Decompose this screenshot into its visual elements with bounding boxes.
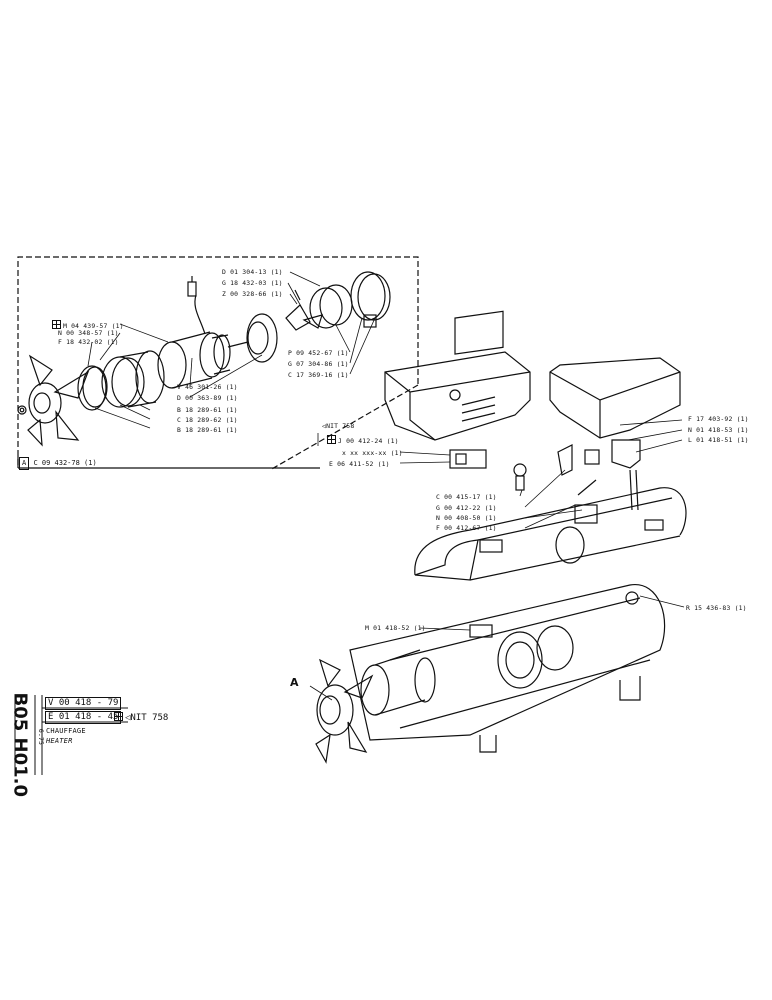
sheet-code: B05 H01.0 <box>9 692 31 798</box>
cover-right <box>549 357 681 439</box>
title-en: HEATER <box>46 737 73 745</box>
detail-rings <box>77 350 165 411</box>
main-fan <box>315 649 436 764</box>
half-shell <box>414 487 687 581</box>
ref-line-2-suffix: ◁NIT 758 <box>114 711 168 723</box>
j-ref-label: J 00 412-24 (1) <box>327 434 399 445</box>
grid-symbol-icon <box>52 320 61 329</box>
callout-e06411: E 06 411-52 (1) <box>329 460 390 468</box>
callout-c17369: C 17 369-16 (1) <box>288 371 349 379</box>
sheet-small-mark: 6.75 <box>37 728 46 746</box>
callout-b18289-b: B 18 289-61 (1) <box>177 426 238 434</box>
ref-line-2: E 01 418 - 45 <box>45 711 122 724</box>
nit-label: ◁NIT 758 <box>322 422 355 430</box>
grid-symbol-icon <box>327 435 336 444</box>
main-view-letter: A <box>290 676 299 689</box>
small-parts <box>449 439 641 524</box>
callout-f17403: F 17 403-92 (1) <box>688 415 749 423</box>
callout-g07304: G 07 304-86 (1) <box>288 360 349 368</box>
callout-xxx: x xx xxx-xx (1) <box>342 449 403 457</box>
callout-v46301: V 46 301-26 (1) <box>177 383 238 391</box>
main-body <box>349 584 666 753</box>
detail-impeller <box>246 271 391 363</box>
title-fr: CHAUFFAGE <box>46 727 86 735</box>
callout-n01418: N 01 418-53 (1) <box>688 426 749 434</box>
callout-g18432: G 18 432-03 (1) <box>222 279 283 287</box>
detail-leaders <box>87 271 376 429</box>
nit-arrow-icon: ◁ <box>125 713 131 723</box>
nit-arrow-icon: ◁ <box>322 422 327 430</box>
title-block <box>14 695 128 775</box>
grid-symbol-icon <box>114 712 123 721</box>
callout-f00412: F 00 412-67 (1) <box>436 524 497 532</box>
detail-frame <box>17 256 419 471</box>
cover-left <box>384 310 531 441</box>
callout-g00412: G 00 412-22 (1) <box>436 504 497 512</box>
callout-b18289-a: B 18 289-61 (1) <box>177 406 238 414</box>
callout-p09452: P 09 452-67 (1) <box>288 349 349 357</box>
detail-fan <box>17 354 90 447</box>
callout-m04439: M 04 439-57 (1) <box>52 319 124 330</box>
callout-d00363: D 00 363-89 (1) <box>177 394 238 402</box>
callout-c00415: C 00 415-17 (1) <box>436 493 497 501</box>
callout-z00328: Z 00 328-66 (1) <box>222 290 283 298</box>
callout-n00348: N 00 348-57 (1) <box>58 329 119 337</box>
detail-motor <box>157 276 249 389</box>
callout-d01304: D 01 304-13 (1) <box>222 268 283 276</box>
main-leaders <box>309 419 685 701</box>
callout-r15436: R 15 436-83 (1) <box>686 604 747 612</box>
ref-line-1: V 00 418 - 79 <box>45 697 122 710</box>
callout-l01418: L 01 418-51 (1) <box>688 436 749 444</box>
callout-f18432: F 18 432-02 (1) <box>58 338 119 346</box>
detail-view-label: A C 09 432-78 (1) <box>19 457 97 470</box>
callout-m01418: M 01 418-52 (1) <box>365 624 426 632</box>
callout-n00408: N 00 408-50 (1) <box>436 514 497 522</box>
callout-c18289: C 18 289-62 (1) <box>177 416 238 424</box>
